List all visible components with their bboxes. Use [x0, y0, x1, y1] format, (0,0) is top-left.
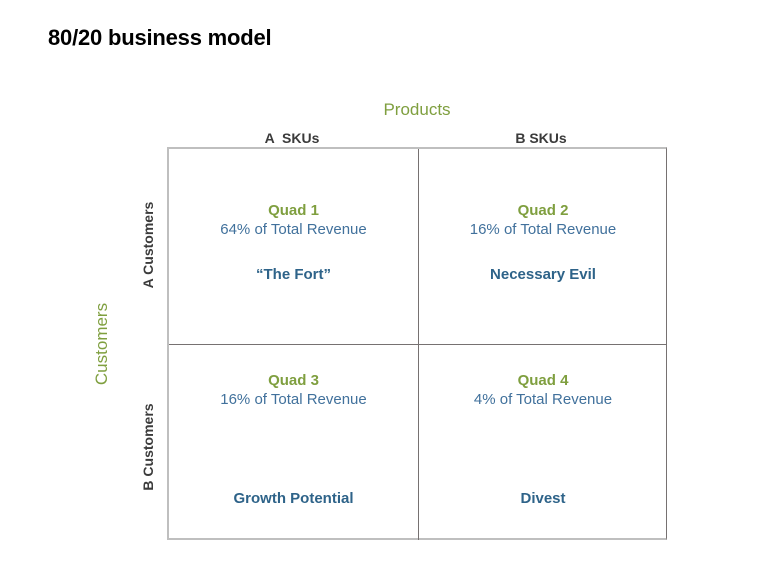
quadrant-revenue: 64% of Total Revenue — [220, 220, 367, 238]
quadrant-name: Divest — [520, 489, 566, 507]
quadrant-revenue: 16% of Total Revenue — [469, 220, 617, 238]
quadrant-cell-2[interactable]: Quad 2 16% of Total Revenue Necessary Ev… — [419, 149, 667, 344]
quadrant-name: Growth Potential — [233, 489, 354, 507]
quadrant-cell-4[interactable]: Quad 4 4% of Total Revenue Divest — [419, 345, 667, 540]
x-axis-label: Products — [383, 100, 451, 119]
quadrant-matrix: Quad 1 64% of Total Revenue “The Fort” Q… — [167, 147, 667, 540]
quadrant-title: Quad 3 — [268, 372, 319, 389]
quadrant-name: Necessary Evil — [490, 265, 596, 283]
y-axis-label: Customers — [92, 302, 111, 386]
matrix-horizontal-divider — [169, 344, 667, 345]
column-header-a-skus: A SKUs — [264, 130, 320, 146]
quadrant-title: Quad 4 — [517, 372, 569, 389]
quadrant-revenue: 4% of Total Revenue — [473, 390, 613, 408]
column-header-b-skus: B SKUs — [515, 130, 567, 146]
quadrant-revenue: 16% of Total Revenue — [220, 390, 367, 408]
row-header-b-customers: B Customers — [140, 403, 156, 491]
quadrant-cell-3[interactable]: Quad 3 16% of Total Revenue Growth Poten… — [169, 345, 418, 540]
quadrant-title: Quad 2 — [517, 202, 569, 219]
page-title: 80/20 business model — [48, 25, 272, 50]
row-header-a-customers: A Customers — [140, 201, 156, 289]
quadrant-title: Quad 1 — [268, 202, 319, 219]
quadrant-name: “The Fort” — [256, 265, 331, 283]
quadrant-cell-1[interactable]: Quad 1 64% of Total Revenue “The Fort” — [169, 149, 418, 344]
